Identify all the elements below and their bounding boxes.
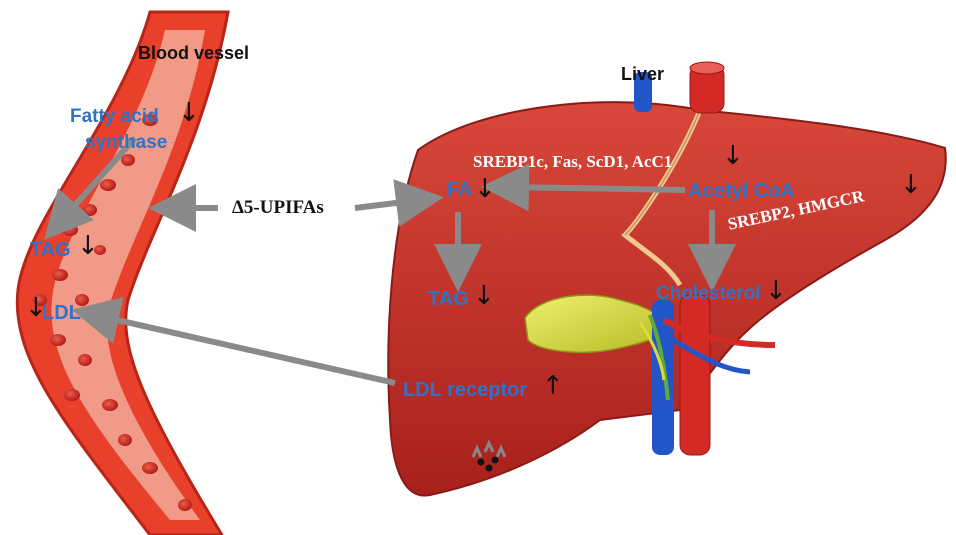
fa-label: FA: [447, 180, 473, 200]
liver-label: Liver: [621, 65, 664, 83]
fatty-acid-synthase-label-line1: Fatty acid: [70, 107, 159, 126]
srebp1c-down-arrow: ↓: [722, 143, 744, 169]
cholesterol-down-arrow: ↓: [765, 278, 787, 304]
ldl-label: LDL: [42, 303, 81, 323]
srebp1c-label: SREBP1c, Fas, ScD1, AcC1: [473, 153, 672, 170]
arrow-acetylcoa-to-fa: [505, 187, 685, 190]
fatty-acid-synthase-label-line2: synthase: [85, 133, 167, 152]
fa-down-arrow: ↓: [474, 176, 496, 202]
delta5-upifas-label: Δ5-UPIFAs: [232, 198, 324, 217]
cholesterol-label: Cholesterol: [656, 284, 761, 303]
fatty-acid-synthase-down-arrow: ↓: [178, 100, 200, 126]
acetyl-coa-label: Acetyl CoA: [688, 181, 795, 201]
srebp2-down-arrow: ↓: [900, 172, 922, 198]
blood-vessel-label: Blood vessel: [138, 44, 249, 62]
ldl-receptor-up-arrow: ↑: [542, 373, 564, 399]
arrow-ldlreceptor-to-ldl: [95, 315, 395, 383]
liver-organ: [388, 62, 945, 496]
tag-liver-label: TAG: [428, 289, 469, 309]
tag-vessel-label: TAG: [30, 240, 71, 260]
ldl-receptor-label: LDL receptor: [403, 380, 527, 400]
tag-liver-down-arrow: ↓: [473, 283, 495, 309]
blood-vessel: [17, 12, 228, 535]
tag-vessel-down-arrow: ↓: [77, 233, 99, 259]
